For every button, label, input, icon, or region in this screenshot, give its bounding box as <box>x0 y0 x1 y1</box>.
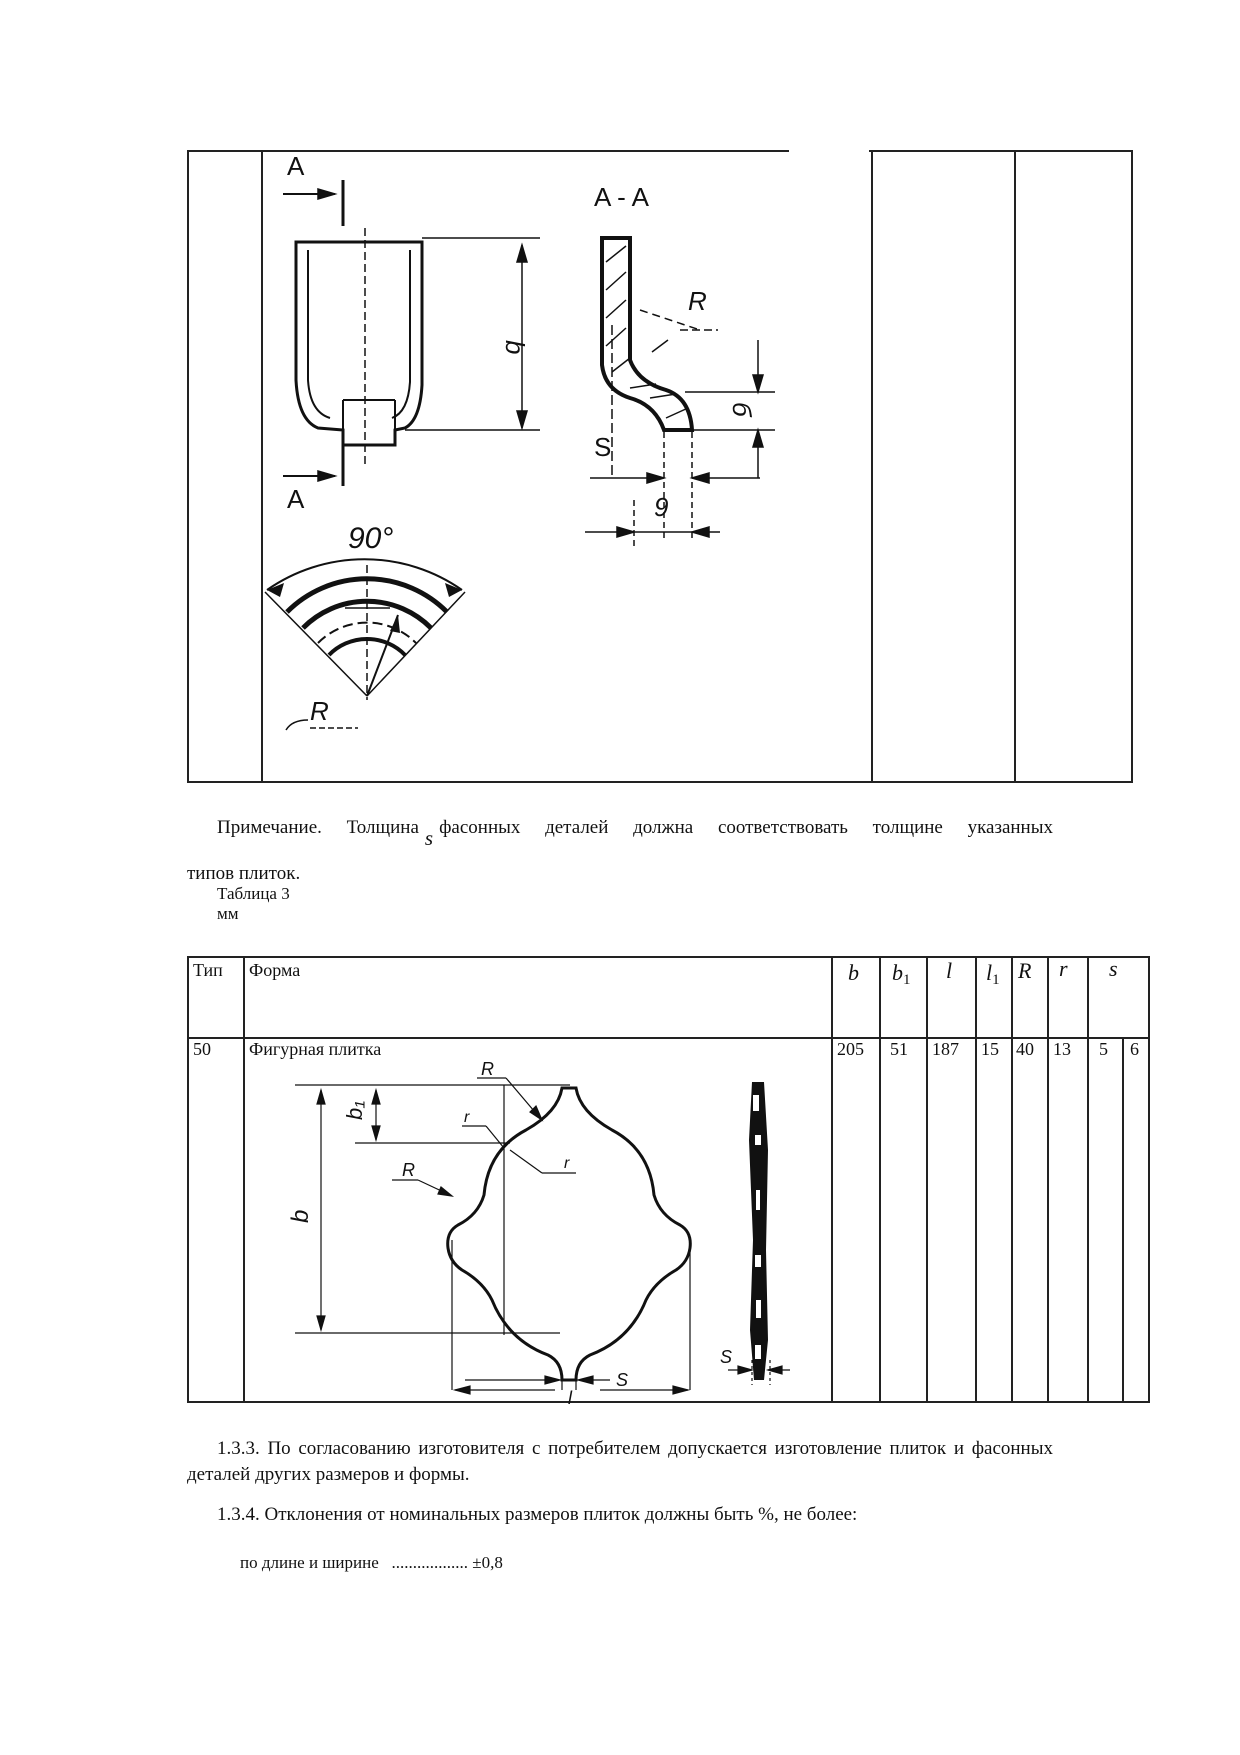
cell-l1: 15 <box>981 1039 999 1059</box>
note-text-line2: типов плиток. <box>187 863 301 884</box>
angle-90-label: 90° <box>348 522 393 555</box>
header-b1: b1 <box>892 960 911 988</box>
header-l1-sub: 1 <box>992 972 1000 988</box>
dim-s-label: S <box>594 432 611 462</box>
cell-form: Фигурная плитка <box>249 1039 382 1059</box>
cell-s2: 6 <box>1130 1039 1139 1059</box>
col-div-s <box>1122 1037 1124 1401</box>
section-label-a-top: A <box>287 151 305 181</box>
fig-R-left-label: R <box>402 1160 415 1180</box>
corner-tile-drawing: A A b A - A R б S 9 <box>264 151 775 731</box>
fig-b-label: b <box>287 1210 314 1223</box>
header-b1-sub: 1 <box>903 972 911 988</box>
col-div <box>1047 958 1049 1401</box>
dim-thickness-label: б <box>727 402 757 418</box>
col-div <box>879 958 881 1401</box>
table-3: Тип Форма b b1 l l1 R r s 50 Фигурная пл… <box>187 956 1150 1403</box>
tile-outline <box>446 1086 692 1382</box>
fig-r-right-label: r <box>564 1155 570 1172</box>
tolerance-line: по длине и ширине .................. ±0,… <box>240 1553 503 1572</box>
header-l: l <box>946 958 953 983</box>
top-table <box>187 149 1133 783</box>
col-div <box>243 958 245 1401</box>
note-text-start: Примечание. Толщина <box>217 817 419 838</box>
section-label-a-bottom: A <box>287 484 305 514</box>
column-divider <box>871 152 873 781</box>
arc-r-label: R <box>310 696 329 726</box>
cell-b: 205 <box>837 1039 864 1059</box>
cell-s1: 5 <box>1099 1039 1108 1059</box>
border-gap <box>789 149 869 153</box>
header-R: R <box>1018 958 1032 983</box>
note-text-end: фасонных деталей должна соответствовать … <box>439 817 1053 838</box>
column-divider <box>1014 152 1016 781</box>
header-l1: l1 <box>986 960 1000 988</box>
dim-b-label: b <box>500 340 530 354</box>
header-b1-main: b <box>892 960 903 985</box>
dim-9-label: 9 <box>654 492 668 522</box>
cell-type: 50 <box>193 1039 211 1059</box>
table-units: мм <box>217 904 239 923</box>
fig-b1-label: b₁ <box>342 1101 367 1120</box>
fig-r-left-label: r <box>464 1109 470 1126</box>
header-divider <box>189 1037 1148 1039</box>
col-div <box>926 958 928 1401</box>
fig-l-label: l <box>568 1388 573 1408</box>
paragraph-1-3-3: 1.3.3. По согласованию изготовителя с по… <box>187 1438 1053 1485</box>
table-caption: Таблица 3 <box>217 884 290 903</box>
cell-b1: 51 <box>890 1039 908 1059</box>
header-s: s <box>1109 956 1118 981</box>
fig-s-profile-label: S <box>720 1347 732 1367</box>
col-div <box>1087 958 1089 1401</box>
col-div <box>831 958 833 1401</box>
dim-r-label: R <box>688 286 707 316</box>
column-divider <box>261 152 263 781</box>
cell-l: 187 <box>932 1039 959 1059</box>
cell-R: 40 <box>1016 1039 1034 1059</box>
header-type: Тип <box>193 960 223 980</box>
note-symbol-s: s <box>424 826 434 850</box>
header-r: r <box>1059 956 1068 981</box>
cell-r: 13 <box>1053 1039 1071 1059</box>
section-title: A - A <box>594 182 650 212</box>
header-b: b <box>848 960 859 985</box>
header-l1-main: l <box>986 960 993 985</box>
header-form: Форма <box>249 960 301 980</box>
fig-s-label: S <box>616 1370 628 1390</box>
col-div <box>975 958 977 1401</box>
tile-profile <box>749 1082 768 1380</box>
paragraph-1-3-4: 1.3.4. Отклонения от номинальных размеро… <box>217 1504 858 1525</box>
col-div <box>1011 958 1013 1401</box>
fig-R-top-label: R <box>481 1059 494 1079</box>
